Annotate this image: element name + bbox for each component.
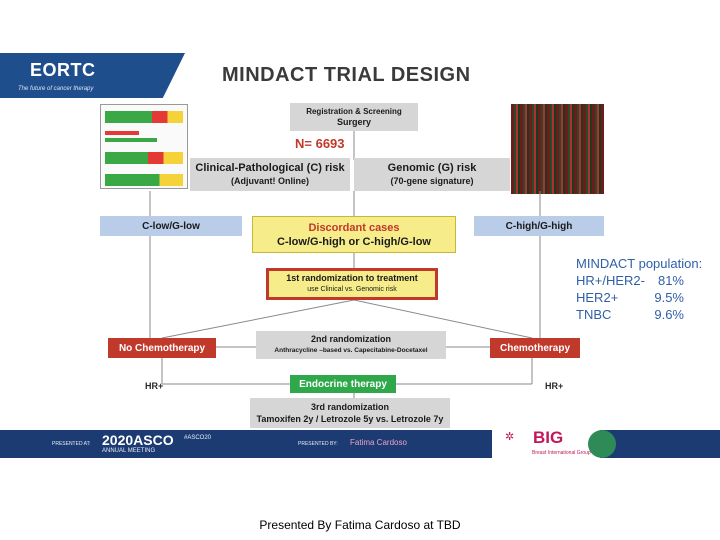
population-label: HR+/HER2- [576,273,645,288]
asco-logo: 2020ASCO [102,432,174,448]
second-randomization-label: 2nd randomization [310,334,391,344]
surgery-label: Surgery [336,117,371,127]
endocrine-therapy-box: Endocrine therapy [290,375,396,393]
second-randomization-box: 2nd randomization Anthracycline –based v… [256,331,446,359]
adjuvant-online-report-image [100,104,188,189]
eortc-logo: EORTC [30,60,96,80]
population-row: TNBC 9.6% [576,306,684,323]
genomic-risk-box: Genomic (G) risk (70-gene signature) [354,158,510,191]
clinical-risk-label: Clinical-Pathological (C) risk [195,161,345,174]
eortc-logo-banner [0,53,185,98]
population-row: HER2+ 9.5% [576,289,684,306]
clinical-risk-tool: (Adjuvant! Online) [231,175,309,186]
population-label: HER2+ [576,290,619,305]
high-risk-label: C-high/G-high [505,220,573,232]
big-logo-subtitle: Breast International Group [532,450,591,456]
low-risk-box: C-low/G-low [100,216,242,236]
slide-title: MINDACT TRIAL DESIGN [222,64,471,86]
genomic-risk-label: Genomic (G) risk [387,161,477,174]
patient-count: N= 6693 [295,136,345,151]
asco-hashtag: #ASCO20 [184,435,212,441]
clinical-risk-box: Clinical-Pathological (C) risk (Adjuvant… [190,158,350,191]
population-label: TNBC [576,307,612,322]
discordant-label: Discordant cases [308,221,400,234]
endocrine-therapy-label: Endocrine therapy [299,378,387,390]
third-randomization-box: 3rd randomization Tamoxifen 2y / Letrozo… [250,398,450,428]
chemotherapy-box: Chemotherapy [490,338,580,358]
presented-at-label: PRESENTED AT: [52,441,91,447]
discordant-definition: C-low/G-high or C-high/G-low [277,235,431,248]
population-summary: MINDACT population: HR+/HER2- 81% HER2+ 9.… [576,255,702,323]
hr-positive-left-label: HR+ [145,381,164,391]
no-chemotherapy-box: No Chemotherapy [108,338,216,358]
high-risk-box: C-high/G-high [474,216,604,236]
registration-label: Registration & Screening [306,107,402,116]
third-randomization-detail: Tamoxifen 2y / Letrozole 5y vs. Letrozol… [256,414,444,424]
no-chemotherapy-label: No Chemotherapy [118,342,206,354]
presented-by-caption: Presented By Fatima Cardoso at TBD [259,518,461,532]
presented-by-label: PRESENTED BY: [298,441,338,447]
population-row: HR+/HER2- 81% [576,272,684,289]
registration-box: Registration & Screening Surgery [290,103,418,131]
hr-positive-right-label: HR+ [545,381,564,391]
first-randomization-box: 1st randomization to treatment use Clini… [266,268,438,300]
discordant-box: Discordant cases C-low/G-high or C-high/… [252,216,456,253]
low-risk-label: C-low/G-low [142,220,200,232]
first-randomization-detail: use Clinical vs. Genomic risk [307,286,397,293]
asco-annual-meeting: ANNUAL MEETING [102,448,156,454]
chemotherapy-label: Chemotherapy [499,342,570,354]
big-logo: BIG [533,428,564,447]
population-value: 9.6% [654,307,684,322]
eortc-tagline: The future of cancer therapy [18,86,94,92]
population-value: 81% [657,273,684,288]
population-value: 9.5% [654,290,684,305]
population-title: MINDACT population: [576,256,703,271]
genomic-risk-tool: (70-gene signature) [390,175,474,186]
big-network-icon: ✲ [505,431,515,443]
third-randomization-label: 3rd randomization [310,402,389,412]
presenter-name: Fatima Cardoso [350,438,407,447]
globe-icon [588,430,616,458]
first-randomization-label: 1st randomization to treatment [286,273,418,283]
big-logo-panel [492,428,600,460]
gene-expression-heatmap-image [511,104,604,194]
second-randomization-detail: Anthracycline –based vs. Capecitabine-Do… [274,347,428,354]
